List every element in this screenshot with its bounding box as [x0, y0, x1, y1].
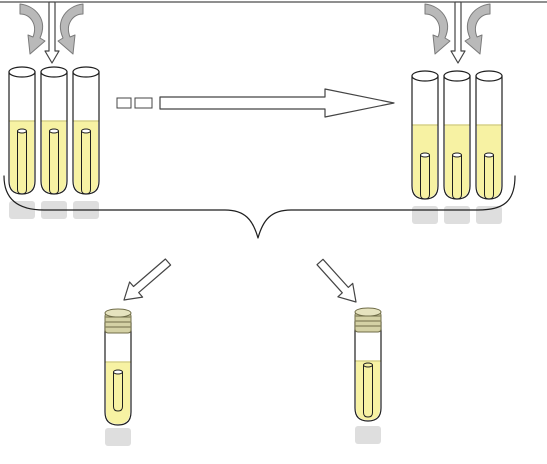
right-group-curved-arrow-icon-b	[464, 3, 491, 55]
left-group-curved-arrow-icon-a	[19, 3, 46, 55]
curved-arrow-shape	[424, 3, 451, 55]
bottom-right-diagonal-arrow-icon	[316, 258, 357, 303]
left-group-curved-arrow-icon-b	[57, 3, 84, 55]
inner-vial-outline	[17, 130, 27, 195]
curved-arrow-shape	[464, 3, 491, 55]
reflection-shape	[355, 426, 381, 444]
inner-vial-rim	[363, 362, 373, 368]
inner-vial-fill	[363, 365, 373, 417]
tube-rim	[72, 66, 100, 78]
left-tube-2	[40, 66, 68, 195]
inner-vial-rim	[81, 128, 91, 134]
right-tube-reflection-2	[444, 206, 470, 224]
left-feed-down-arrow-icon	[44, 1, 60, 64]
culture-medium-fill	[10, 121, 34, 193]
left-tube-1	[8, 66, 36, 195]
culture-medium-fill	[477, 125, 501, 198]
inner-vial-rim	[420, 152, 430, 158]
inner-vial-outline	[49, 130, 59, 195]
cap-top	[104, 308, 132, 318]
tube-rim	[8, 66, 36, 78]
tube-rim	[411, 70, 439, 82]
inner-vial-rim	[484, 152, 494, 158]
culture-medium-fill	[413, 125, 437, 198]
tube-icon	[354, 316, 382, 422]
inner-vial-outline	[113, 371, 123, 412]
tube-rim	[443, 70, 471, 82]
right-tube-3	[475, 70, 503, 200]
right-tube-reflection-3	[476, 206, 502, 224]
grouping-brace-icon	[3, 175, 516, 239]
curved-arrow-shape	[57, 3, 84, 55]
cap-icon	[104, 308, 132, 334]
right-tube-1	[411, 70, 439, 200]
cap-top	[354, 307, 382, 317]
tube-rim	[40, 66, 68, 78]
culture-medium-fill	[74, 121, 98, 193]
curved-arrow-shape	[19, 3, 46, 55]
reflection-shape	[412, 206, 438, 224]
inner-vial-rim	[49, 128, 59, 134]
progress-arrow-dash-1	[116, 97, 132, 109]
tube-rim	[475, 70, 503, 82]
inner-vial-outline	[484, 154, 494, 200]
culture-medium-fill	[445, 125, 469, 198]
tube-outline	[354, 321, 382, 422]
inner-vial-rim	[17, 128, 27, 134]
culture-medium-fill	[106, 362, 130, 424]
culture-medium-fill	[42, 121, 66, 193]
tube-outline	[104, 322, 132, 426]
inner-vial-outline	[81, 130, 91, 195]
bottom-left-diagonal-arrow-icon	[123, 258, 172, 301]
right-tube-reflection-1	[412, 206, 438, 224]
reflection-shape	[444, 206, 470, 224]
inner-vial-rim	[113, 369, 123, 375]
left-tube-3	[72, 66, 100, 195]
reflection-shape	[105, 428, 131, 446]
inner-vial-outline	[420, 154, 430, 200]
inner-vial-rim	[452, 152, 462, 158]
right-feed-down-arrow-icon	[450, 1, 466, 64]
bottom-right-tube-reflection	[355, 426, 381, 444]
inner-vial-outline	[363, 364, 373, 418]
progress-arrow-dash-2	[134, 97, 153, 109]
reflection-shape	[476, 206, 502, 224]
progress-arrow-icon	[159, 88, 395, 118]
right-group-curved-arrow-icon-a	[424, 3, 451, 55]
cap-icon	[354, 307, 382, 333]
reflection-shape	[9, 201, 35, 219]
inner-vial-outline	[452, 154, 462, 200]
left-tube-reflection-1	[9, 201, 35, 219]
bottom-left-tube-reflection	[105, 428, 131, 446]
tube-icon	[104, 317, 132, 426]
right-tube-2	[443, 70, 471, 200]
